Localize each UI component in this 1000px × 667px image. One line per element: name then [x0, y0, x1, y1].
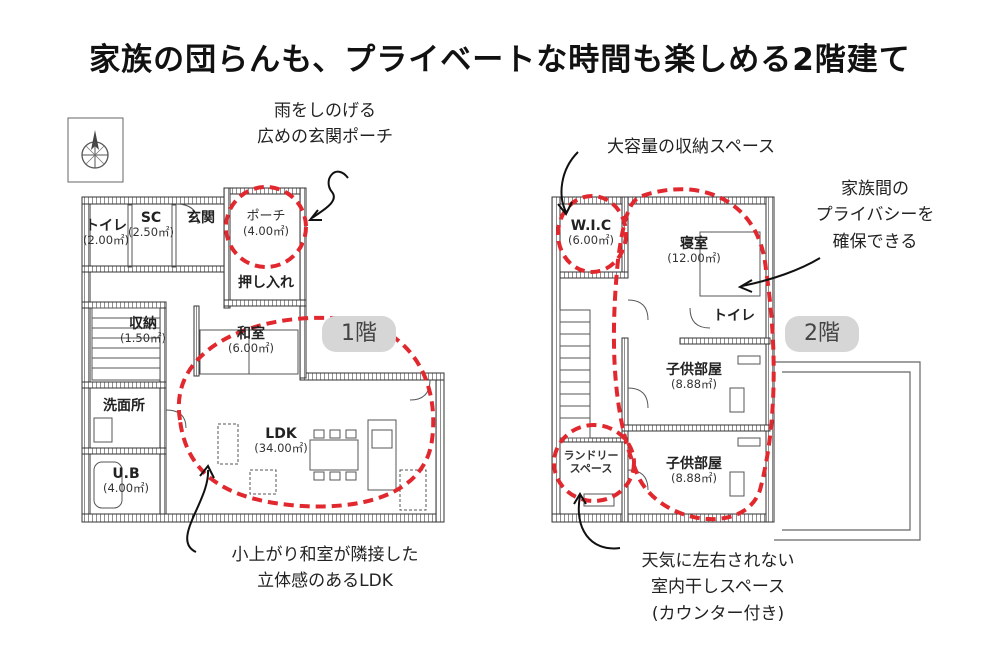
room-name: 和室	[237, 326, 265, 342]
room-name: 玄関	[187, 210, 215, 226]
balcony-outline	[774, 361, 921, 541]
compass-icon	[67, 117, 124, 183]
annotation-line: プライバシーを	[815, 205, 935, 226]
room-name: 収納	[129, 316, 157, 332]
annotation-line: 大容量の収納スペース	[607, 137, 775, 157]
annotation-line: 立体感のあるLDK	[257, 571, 393, 592]
ldk-highlight	[176, 315, 436, 509]
room-area: (8.88㎡)	[670, 377, 718, 392]
annotation-arrows	[186, 151, 821, 553]
room-porch: ポーチ (4.00㎡)	[234, 209, 298, 238]
room-name: 押し入れ	[238, 275, 294, 291]
annotation-line: 天気に左右されない	[641, 551, 795, 571]
room-laundry: ランドリー スペース	[556, 449, 626, 475]
room-ub: U.B (4.00㎡)	[96, 466, 156, 495]
room-area: (6.00㎡)	[227, 341, 275, 356]
room-area: (4.00㎡)	[102, 481, 150, 496]
room-area: (6.00㎡)	[567, 233, 615, 248]
room-name: ポーチ	[246, 209, 286, 224]
room-area: (8.88㎡)	[670, 471, 718, 486]
porch-highlight	[224, 185, 308, 269]
wic-highlight	[556, 194, 628, 274]
room-area: (2.50㎡)	[127, 225, 175, 240]
annotation-line: 小上がり和室が隣接した	[231, 545, 419, 565]
annotation-privacy: 家族間の プライバシーを 確保できる	[800, 176, 950, 255]
highlight-ellipses	[176, 185, 776, 522]
room-sc: SC (2.50㎡)	[124, 210, 178, 239]
room-storage-1f: 収納 (1.50㎡)	[118, 316, 168, 345]
room-ldk: LDK (34.00㎡)	[246, 426, 316, 455]
annotation-line: (カウンター付き)	[651, 603, 785, 624]
first-floor-walls	[81, 187, 445, 523]
room-name: 洗面所	[103, 398, 145, 414]
room-name: 子供部屋	[666, 362, 722, 378]
room-name: トイレ	[85, 218, 127, 234]
room-area: (1.50㎡)	[119, 331, 167, 346]
room-toilet-2f: トイレ	[706, 308, 762, 324]
arrow-ldk	[186, 469, 210, 553]
room-area: (2.00㎡)	[82, 233, 130, 248]
arrow-storage	[560, 151, 579, 213]
room-wic: W.I.C (6.00㎡)	[560, 218, 622, 247]
annotation-storage: 大容量の収納スペース	[586, 134, 796, 160]
annotation-ldk: 小上がり和室が隣接した 立体感のあるLDK	[200, 542, 450, 595]
second-floor-details	[559, 231, 761, 507]
arrow-porch	[311, 170, 349, 219]
room-name: W.I.C	[570, 218, 612, 234]
room-bedroom: 寝室 (12.00㎡)	[656, 236, 732, 265]
room-name: トイレ	[713, 308, 755, 324]
privacy-highlight	[611, 187, 776, 522]
laundry-highlight	[552, 423, 636, 503]
annotation-line: 雨をしのげる	[274, 101, 376, 121]
annotation-line: 室内干しスペース	[651, 577, 785, 598]
room-kids-1: 子供部屋 (8.88㎡)	[654, 362, 734, 391]
room-area: (12.00㎡)	[667, 251, 721, 266]
room-name: U.B	[112, 466, 140, 482]
room-area: (4.00㎡)	[242, 223, 290, 238]
room-oshiire: 押し入れ	[228, 275, 304, 291]
room-name: 寝室	[680, 236, 708, 252]
annotation-laundry: 天気に左右されない 室内干しスペース (カウンター付き)	[618, 548, 818, 627]
room-kids-2: 子供部屋 (8.88㎡)	[654, 456, 734, 485]
room-washroom: 洗面所	[94, 398, 154, 414]
annotation-line: 広めの玄関ポーチ	[257, 127, 393, 148]
floor-badge-2f: 2階	[785, 316, 859, 352]
page-title: 家族の団らんも、プライベートな時間も楽しめる2階建て	[89, 42, 911, 78]
room-name: SC	[140, 210, 162, 226]
room-toilet-1f: トイレ (2.00㎡)	[80, 218, 132, 247]
arrow-privacy	[741, 257, 821, 287]
room-washitsu: 和室 (6.00㎡)	[222, 326, 280, 355]
room-name: LDK	[265, 426, 297, 442]
room-name-2: スペース	[569, 461, 613, 475]
annotation-line: 確保できる	[832, 231, 918, 252]
arrow-laundry	[577, 495, 621, 550]
room-name: 子供部屋	[666, 456, 722, 472]
room-name: ランドリー	[563, 449, 619, 462]
room-area: (34.00㎡)	[254, 441, 308, 456]
floor-badge-1f: 1階	[322, 316, 396, 352]
annotation-line: 家族間の	[841, 179, 909, 199]
room-entrance: 玄関	[178, 210, 224, 226]
first-floor-details	[91, 203, 431, 511]
annotation-porch: 雨をしのげる 広めの玄関ポーチ	[240, 98, 410, 151]
